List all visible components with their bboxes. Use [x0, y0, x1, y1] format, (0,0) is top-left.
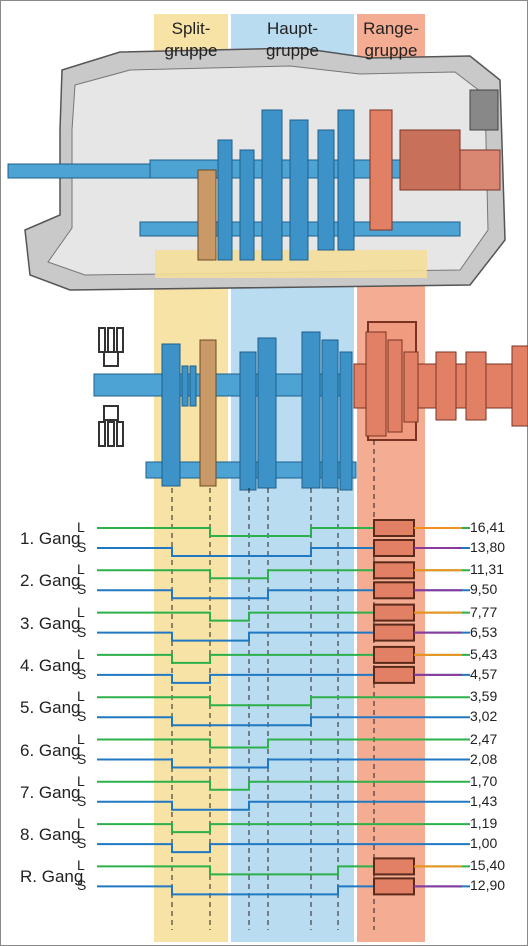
- range-group-heading: Range- gruppe: [357, 18, 425, 62]
- gear-label: 6. Gang: [20, 740, 81, 760]
- shift-path-s: [97, 885, 470, 896]
- ratio-l: 7,77: [470, 603, 498, 620]
- ratio-s: 12,90: [470, 877, 506, 894]
- range-box: [373, 603, 415, 622]
- range-box: [373, 665, 415, 684]
- ratio-s: 6,53: [470, 623, 498, 640]
- shift-path-l: [97, 653, 470, 664]
- split-group-line2: gruppe: [164, 41, 218, 60]
- gear-label: 2. Gang: [20, 571, 81, 591]
- ratio-s: 3,02: [470, 708, 498, 725]
- range-box: [373, 539, 415, 557]
- shift-path-s: [97, 673, 470, 684]
- ratio-l: 15,40: [470, 857, 506, 874]
- ratio-s: 1,00: [470, 835, 498, 852]
- haupt-group-heading: Haupt- gruppe: [231, 18, 354, 62]
- line-letter-l: L: [77, 603, 85, 620]
- shift-path-s: [97, 547, 470, 557]
- ratio-l: 3,59: [470, 688, 498, 705]
- ratio-s: 2,08: [470, 750, 498, 767]
- range-group-line2: gruppe: [364, 41, 418, 60]
- line-letter-s: S: [77, 581, 87, 598]
- line-letter-l: L: [77, 815, 85, 832]
- line-letter-l: L: [77, 561, 85, 578]
- line-letter-s: S: [77, 539, 87, 555]
- shift-path-s: [97, 716, 470, 727]
- shift-path-l: [97, 696, 470, 707]
- shift-path-s: [97, 758, 470, 769]
- input-flange-icon: [98, 327, 124, 447]
- line-letter-s: S: [77, 708, 87, 725]
- shift-path-l: [97, 823, 470, 834]
- line-letter-l: L: [77, 519, 85, 535]
- line-letter-l: L: [77, 730, 85, 747]
- gear-label: 3. Gang: [20, 613, 81, 633]
- range-box: [373, 857, 415, 876]
- haupt-group-line2: gruppe: [266, 41, 319, 60]
- line-letter-l: L: [77, 645, 85, 662]
- gear-label: 7. Gang: [20, 782, 81, 802]
- shift-path-l: [97, 527, 470, 537]
- ratio-s: 9,50: [470, 581, 498, 598]
- gear-label: R. Gang: [20, 867, 84, 887]
- ratio-l: 5,43: [470, 645, 498, 662]
- range-box: [373, 561, 415, 580]
- range-box: [373, 519, 415, 537]
- gearbox-schematic: [93, 321, 528, 491]
- shift-path-s: [97, 589, 470, 600]
- haupt-group-line1: Haupt-: [266, 19, 319, 38]
- line-letter-l: L: [77, 857, 85, 874]
- line-letter-l: L: [77, 688, 85, 705]
- shift-path-s: [97, 800, 470, 811]
- shift-path-s: [97, 843, 470, 854]
- range-box: [373, 581, 415, 600]
- ratio-l: 11,31: [470, 561, 504, 578]
- shift-path-s: [97, 631, 470, 642]
- ratio-s: 1,43: [470, 792, 498, 809]
- shift-path-l: [97, 569, 470, 580]
- line-letter-s: S: [77, 835, 87, 852]
- shift-paths: [97, 519, 470, 896]
- ratio-l: 1,19: [470, 815, 498, 832]
- line-letter-s: S: [77, 623, 87, 640]
- gear-label: 5. Gang: [20, 698, 81, 718]
- range-box: [373, 877, 415, 896]
- shift-path-l: [97, 738, 470, 749]
- range-box: [373, 645, 415, 664]
- ratio-s: 4,57: [470, 665, 498, 682]
- line-letter-l: L: [77, 772, 85, 789]
- gearbox-cutaway-illustration: [7, 47, 506, 291]
- gear-label: 1. Gang: [20, 529, 81, 548]
- shift-path-l: [97, 865, 470, 876]
- line-letter-s: S: [77, 792, 87, 809]
- range-group-line1: Range-: [363, 19, 419, 38]
- shift-path-l: [97, 780, 470, 791]
- shift-path-l: [97, 611, 470, 622]
- gear-label: 8. Gang: [20, 825, 81, 845]
- split-group-heading: Split- gruppe: [154, 18, 228, 62]
- gear-label: 4. Gang: [20, 655, 81, 675]
- ratio-l: 2,47: [470, 730, 498, 747]
- line-letter-s: S: [77, 665, 87, 682]
- line-letter-s: S: [77, 750, 87, 767]
- ratio-l: 16,41: [470, 519, 506, 535]
- ratio-l: 1,70: [470, 772, 498, 789]
- range-box: [373, 623, 415, 642]
- shift-guide-lines: [171, 440, 375, 930]
- ratio-s: 13,80: [470, 539, 506, 555]
- line-letter-s: S: [77, 877, 87, 894]
- split-group-line1: Split-: [171, 19, 211, 38]
